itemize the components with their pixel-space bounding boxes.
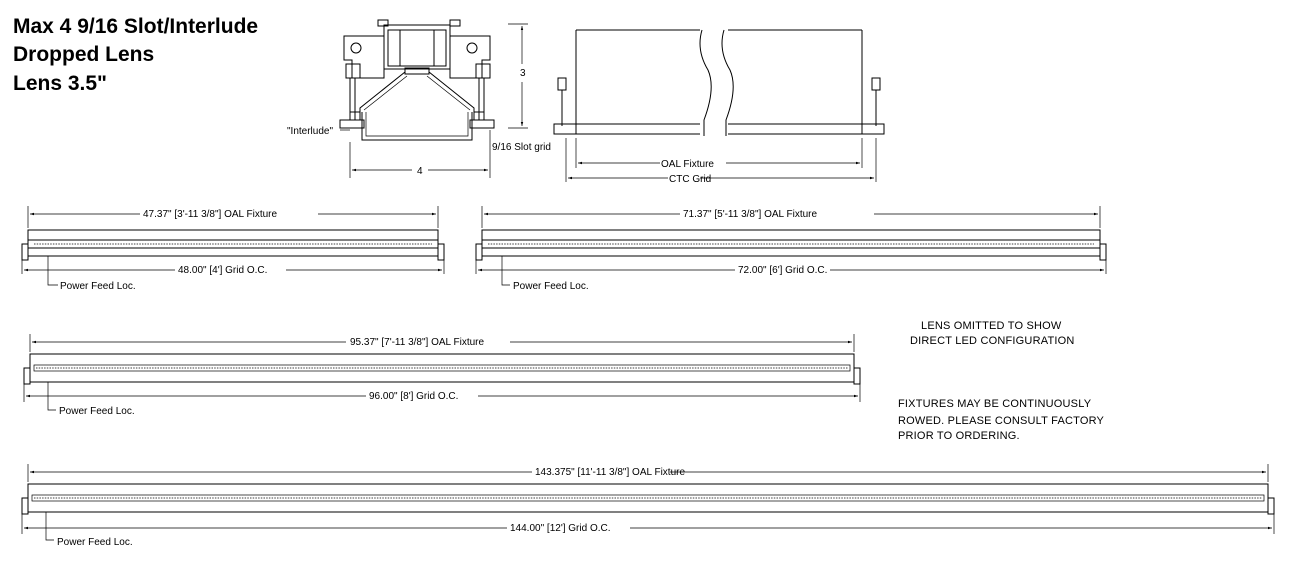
fixture-6ft: 71.37" [5'-11 3/8"] OAL Fixture 72.00" [… <box>475 206 1107 292</box>
fixture-4ft-grid: 48.00" [4'] Grid O.C. <box>178 265 267 276</box>
fixture-6ft-body <box>481 229 1101 257</box>
grid-tee-left <box>339 119 365 129</box>
break-line-left <box>699 29 712 136</box>
side-view: OAL Fixture CTC Grid <box>553 29 885 185</box>
right-bracket <box>449 35 491 79</box>
fixture-12ft: 143.375" [11'-11 3/8"] OAL Fixture 144.0… <box>21 464 1275 548</box>
slot-grid-label: 9/16 Slot grid <box>492 142 551 153</box>
lens-note-line-2: DIRECT LED CONFIGURATION <box>910 335 1075 347</box>
reflector-right <box>428 71 475 112</box>
title-line-3: Lens 3.5" <box>13 72 107 95</box>
fixture-6ft-grid: 72.00" [6'] Grid O.C. <box>738 265 827 276</box>
housing-top <box>383 24 451 70</box>
grid-tee-right <box>469 119 495 129</box>
fixture-6ft-oal: 71.37" [5'-11 3/8"] OAL Fixture <box>683 209 818 220</box>
width-dimension: 4 <box>417 166 423 177</box>
break-line-right <box>721 29 734 136</box>
dropped-lens <box>361 112 473 141</box>
fixture-4ft-body <box>27 229 439 257</box>
fixture-8ft-oal: 95.37" [7'-11 3/8"] OAL Fixture <box>350 337 485 348</box>
section-view: "Interlude" 9/16 Slot grid 3 4 <box>287 19 551 178</box>
height-dimension: 3 <box>520 68 526 79</box>
lens-note-line-1: LENS OMITTED TO SHOW <box>921 320 1062 332</box>
interlude-label: "Interlude" <box>287 126 333 137</box>
fixture-12ft-feed: Power Feed Loc. <box>57 537 133 548</box>
row-note-line-3: PRIOR TO ORDERING. <box>898 430 1020 442</box>
fixture-8ft-feed: Power Feed Loc. <box>59 406 135 417</box>
fixture-12ft-oal: 143.375" [11'-11 3/8"] OAL Fixture <box>535 467 685 478</box>
side-ctc-label: CTC Grid <box>669 174 711 185</box>
title-line-1: Max 4 9/16 Slot/Interlude <box>13 15 259 38</box>
fixture-12ft-grid: 144.00" [12'] Grid O.C. <box>510 523 611 534</box>
reflector-left <box>359 71 406 112</box>
fixture-4ft-feed: Power Feed Loc. <box>60 281 136 292</box>
fixture-8ft: 95.37" [7'-11 3/8"] OAL Fixture 96.00" [… <box>23 334 861 417</box>
side-oal-label: OAL Fixture <box>661 159 714 170</box>
fixture-4ft-oal: 47.37" [3'-11 3/8"] OAL Fixture <box>143 209 278 220</box>
title-line-2: Dropped Lens <box>13 43 155 66</box>
fixture-8ft-grid: 96.00" [8'] Grid O.C. <box>369 391 458 402</box>
left-bracket <box>343 35 385 79</box>
row-note-line-2: ROWED. PLEASE CONSULT FACTORY <box>898 415 1105 427</box>
row-note-line-1: FIXTURES MAY BE CONTINUOUSLY <box>898 398 1092 410</box>
fixture-4ft: 47.37" [3'-11 3/8"] OAL Fixture 48.00" [… <box>21 206 445 292</box>
fixture-6ft-feed: Power Feed Loc. <box>513 281 589 292</box>
